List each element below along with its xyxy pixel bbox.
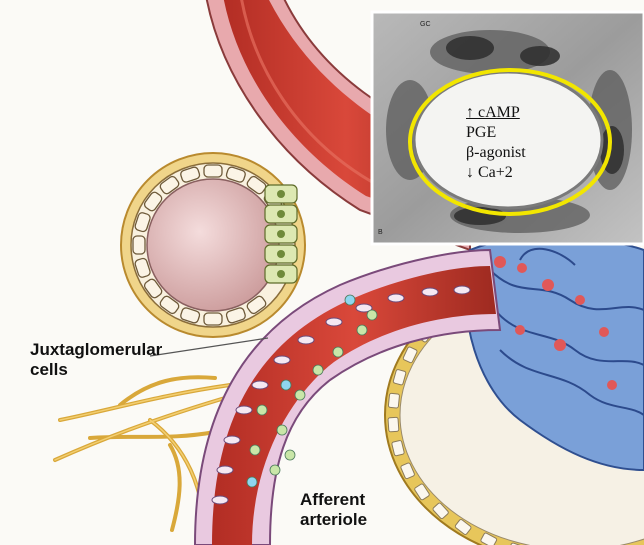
- granule: [257, 405, 267, 415]
- granule: [285, 450, 295, 460]
- macula-nucleus: [277, 210, 285, 218]
- inset-line-pge: PGE: [466, 123, 496, 143]
- granule: [333, 347, 343, 357]
- granule: [247, 477, 257, 487]
- vessel-wall-cell: [274, 356, 290, 364]
- vessel-wall-cell: [298, 336, 314, 344]
- vessel-wall-cell: [224, 436, 240, 444]
- bowman-cell: [388, 393, 399, 408]
- granule: [295, 390, 305, 400]
- vessel-wall-cell: [252, 381, 268, 389]
- granule: [281, 380, 291, 390]
- macula-nucleus: [277, 270, 285, 278]
- macula-nucleus: [277, 250, 285, 258]
- inset-line-camp: ↑ cAMP: [466, 103, 520, 123]
- inset-gc-label: GC: [420, 21, 431, 28]
- vessel-wall-cell: [217, 466, 233, 474]
- granule: [277, 425, 287, 435]
- afferent-label-line1: Afferent: [300, 490, 365, 510]
- granule: [345, 295, 355, 305]
- vessel-wall-cell: [326, 318, 342, 326]
- inset-line-beta-agonist: β-agonist: [466, 143, 526, 163]
- vessel-wall-cell: [236, 406, 252, 414]
- tubule-cell: [204, 313, 222, 325]
- jg-label-line2: cells: [30, 360, 68, 380]
- vessel-wall-cell: [388, 294, 404, 302]
- tubule-cell: [204, 165, 222, 177]
- vessel-wall-cell: [454, 286, 470, 294]
- granule: [367, 310, 377, 320]
- granule: [250, 445, 260, 455]
- bowman-cell: [388, 417, 399, 432]
- inset-line-calcium: ↓ Ca+2: [466, 163, 513, 183]
- inset-corner-label: B: [378, 229, 383, 236]
- macula-nucleus: [277, 230, 285, 238]
- afferent-label-line2: arteriole: [300, 510, 367, 530]
- vessel-wall-cell: [422, 288, 438, 296]
- granule: [357, 325, 367, 335]
- jg-label-line1: Juxtaglomerular: [30, 340, 162, 360]
- tubule-cell: [133, 236, 145, 254]
- granule: [313, 365, 323, 375]
- distal-tubule: [121, 153, 305, 337]
- granule: [270, 465, 280, 475]
- inset-micrograph: [372, 12, 644, 244]
- macula-nucleus: [277, 190, 285, 198]
- vessel-wall-cell: [212, 496, 228, 504]
